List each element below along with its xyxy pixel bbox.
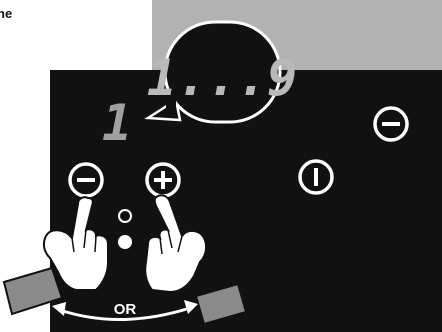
bubble-level-range: 1...9 bbox=[147, 49, 298, 107]
indicator-dot-filled bbox=[118, 235, 132, 249]
or-label: OR bbox=[114, 301, 137, 318]
level-display: 1 bbox=[102, 94, 132, 152]
